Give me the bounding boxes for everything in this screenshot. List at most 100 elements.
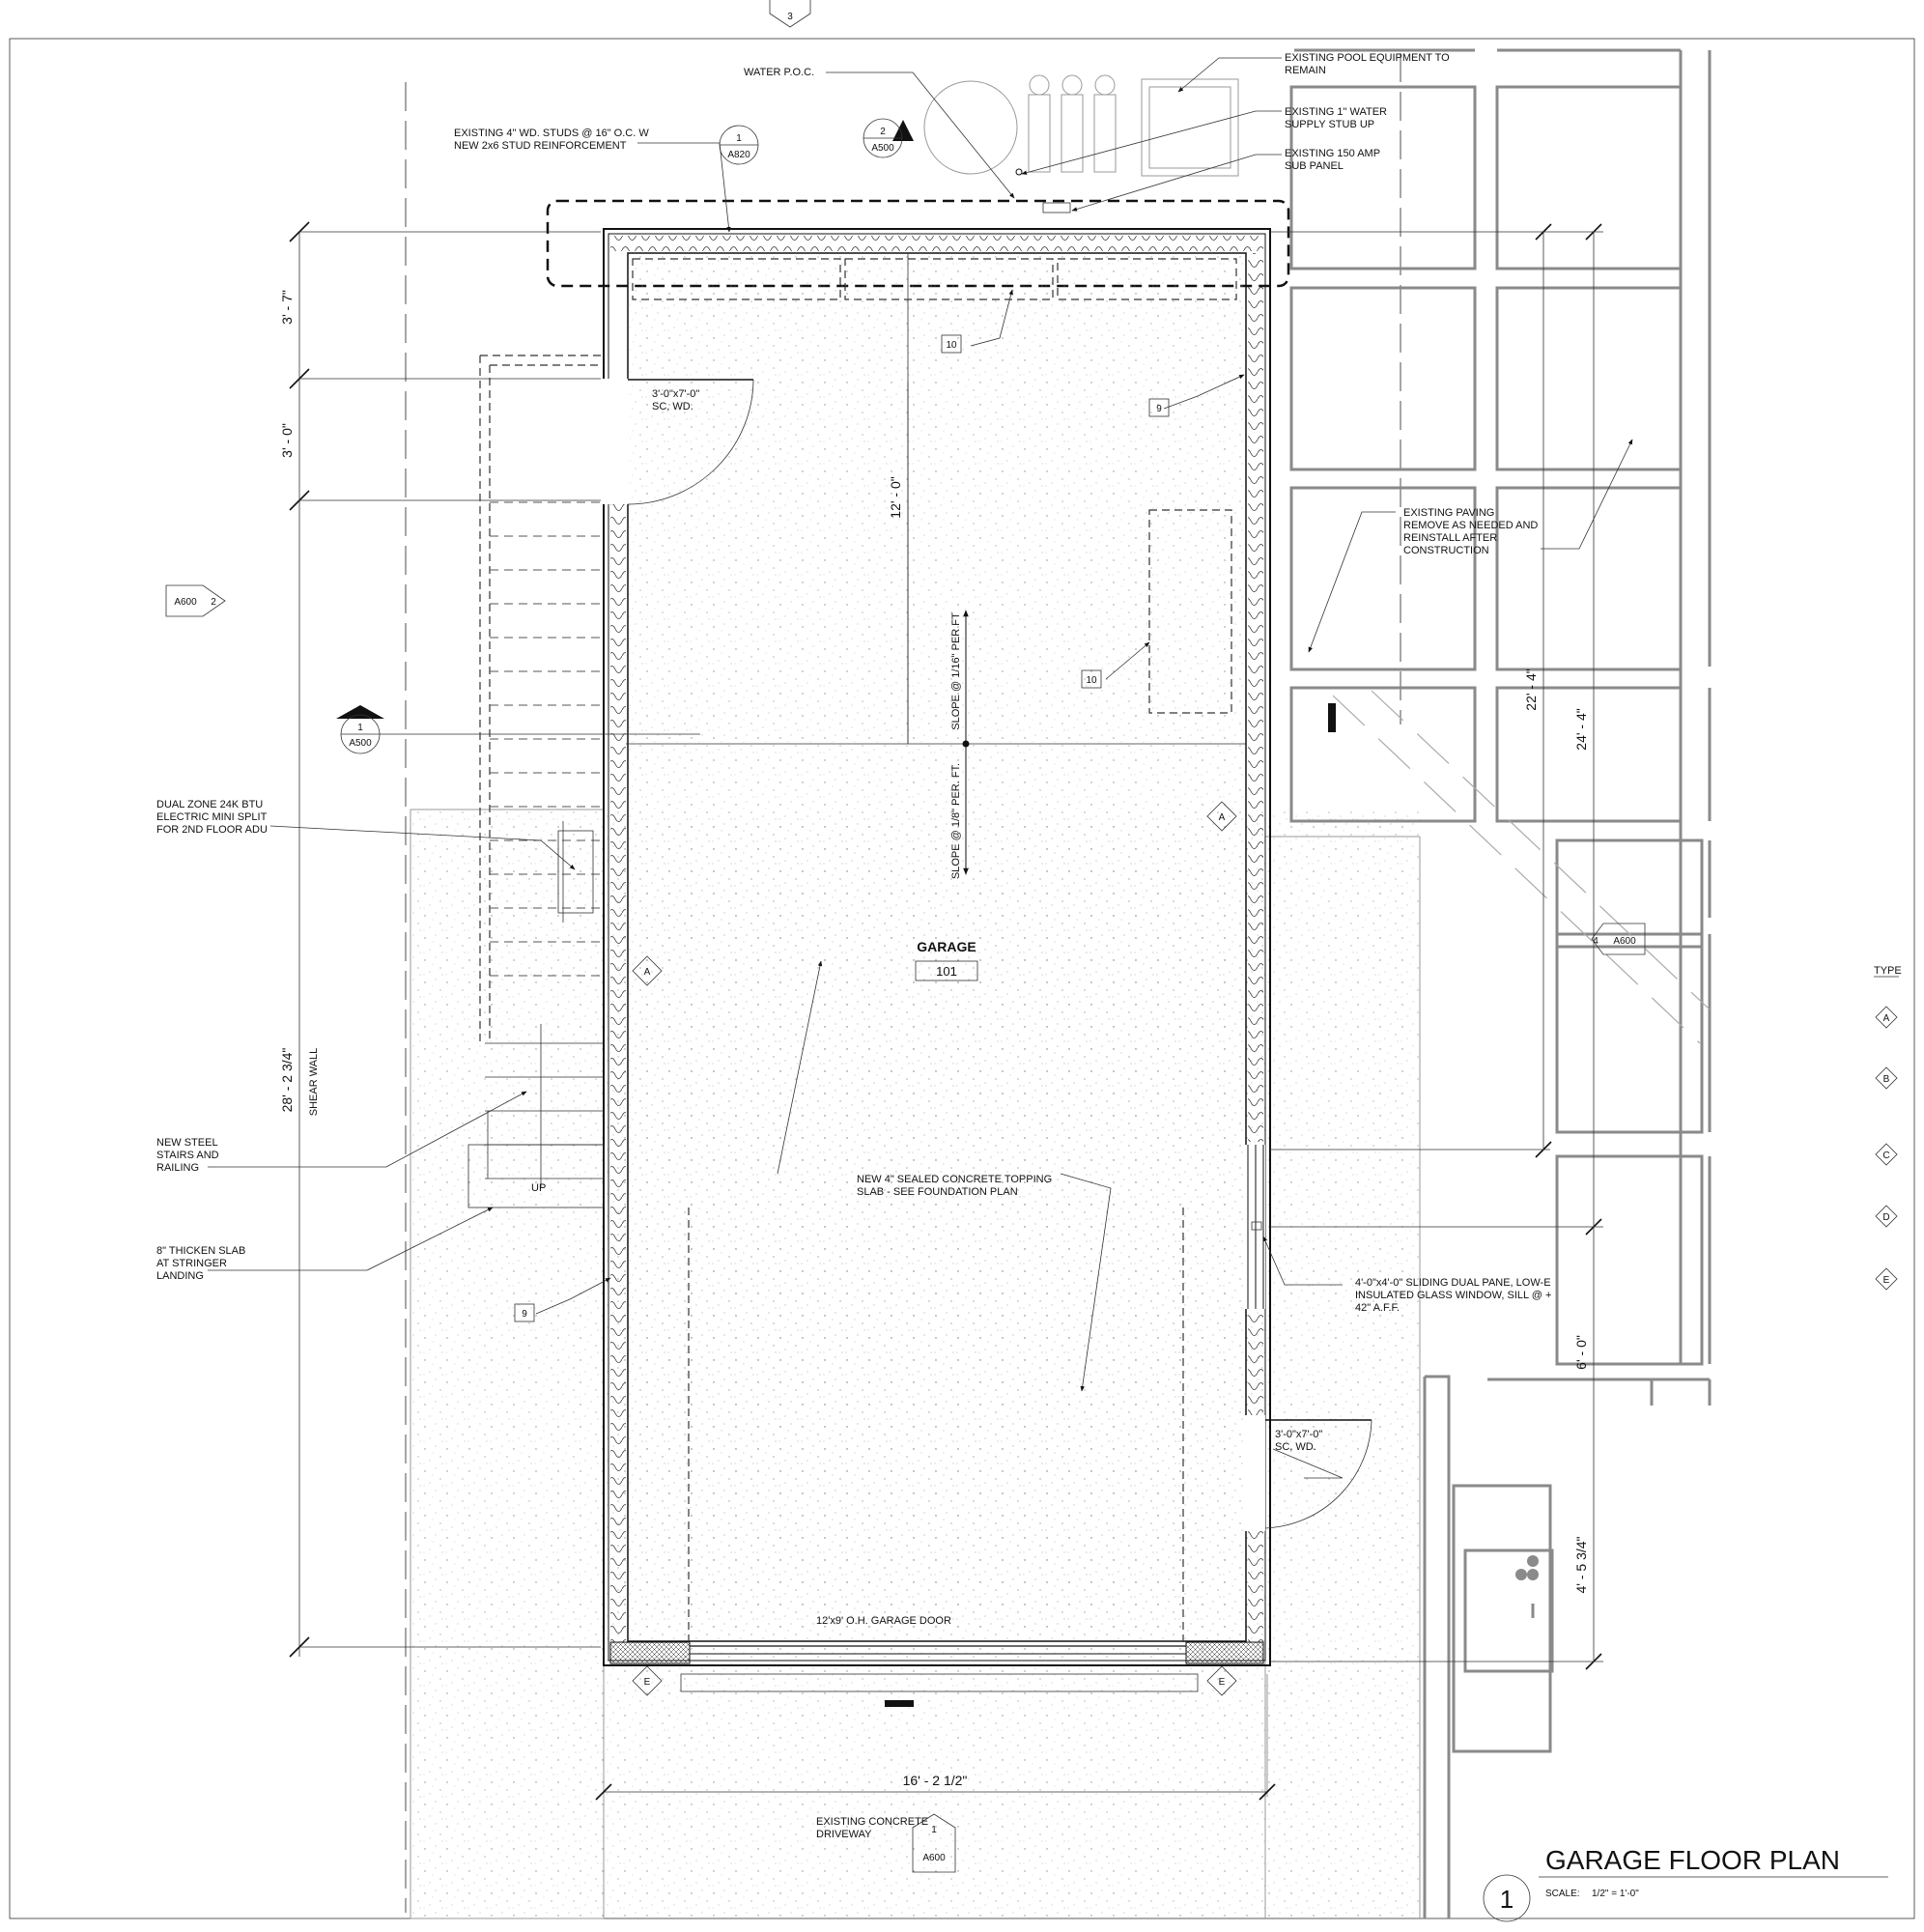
- section-marker-top: 3: [769, 0, 811, 28]
- keynote-10-east: 10: [1086, 675, 1097, 686]
- note-sub-panel-1: EXISTING 150 AMP: [1285, 148, 1380, 159]
- scale-label: SCALE:: [1545, 1889, 1580, 1899]
- note-door-bottom-2: SC, WD.: [1275, 1441, 1316, 1453]
- note-paving-3: REINSTALL AFTER: [1403, 532, 1497, 544]
- dim-4-5-3-4: 4' - 5 3/4": [1573, 1536, 1589, 1593]
- note-paving-2: REMOVE AS NEEDED AND: [1403, 520, 1538, 531]
- note-stairs-1: NEW STEEL: [156, 1137, 218, 1149]
- svg-text:A500: A500: [349, 738, 372, 749]
- svg-text:2: 2: [880, 127, 886, 137]
- section-marker-a820: 1 A820: [719, 125, 759, 165]
- note-water-stub-1: EXISTING 1" WATER: [1285, 106, 1387, 118]
- note-door-top-1: 3'-0"x7'-0": [652, 388, 699, 400]
- note-pool-equipment-1: EXISTING POOL EQUIPMENT TO: [1285, 52, 1450, 64]
- dim-22-4: 22' - 4": [1523, 668, 1539, 710]
- pool-equipment: [923, 74, 1239, 213]
- garage-walls: [603, 228, 1271, 1666]
- note-window-3: 42" A.F.F.: [1355, 1302, 1400, 1314]
- type-legend: A B C D E: [1875, 1006, 1898, 1291]
- existing-paving-grid: [1289, 48, 1712, 1918]
- wall-type-tags: A A E E: [632, 801, 1237, 1696]
- keynote-10-top: 10: [946, 340, 957, 351]
- note-slope-lower: SLOPE @ 1/8" PER. FT.: [950, 763, 962, 879]
- section-marker-a500-top: 2 A500: [863, 118, 914, 158]
- svg-text:A820: A820: [727, 150, 750, 160]
- keynote-9-east: 9: [1156, 404, 1162, 414]
- note-mini-split-1: DUAL ZONE 24K BTU: [156, 799, 263, 810]
- note-thicken-slab-1: 8" THICKEN SLAB: [156, 1245, 245, 1257]
- svg-text:A: A: [1219, 812, 1226, 823]
- svg-text:2: 2: [211, 597, 216, 608]
- note-shear-wall: SHEAR WALL: [308, 1048, 320, 1117]
- note-pool-equipment-2: REMAIN: [1285, 65, 1326, 76]
- svg-text:C: C: [1882, 1151, 1889, 1161]
- room-name: GARAGE: [917, 939, 976, 954]
- note-studs-1: EXISTING 4" WD. STUDS @ 16" O.C. W: [454, 128, 649, 139]
- stair-up-label: UP: [531, 1182, 546, 1194]
- note-thicken-slab-2: AT STRINGER: [156, 1258, 227, 1269]
- note-water-stub-2: SUPPLY STUB UP: [1285, 119, 1374, 130]
- svg-text:D: D: [1882, 1212, 1889, 1223]
- note-sub-panel-2: SUB PANEL: [1285, 160, 1344, 172]
- note-window-2: INSULATED GLASS WINDOW, SILL @ +: [1355, 1290, 1551, 1301]
- svg-text:E: E: [1219, 1677, 1226, 1688]
- svg-text:E: E: [1883, 1275, 1890, 1286]
- dim-12-0: 12' - 0": [888, 476, 903, 518]
- dim-3-7: 3' - 7": [279, 290, 295, 325]
- note-stairs-2: STAIRS AND: [156, 1150, 219, 1161]
- svg-text:4: 4: [1593, 936, 1599, 947]
- svg-text:1: 1: [736, 133, 742, 144]
- door-bottom: [1244, 1415, 1372, 1531]
- dim-28-2-3-4: 28' - 2 3/4": [279, 1048, 295, 1113]
- window-east: [1244, 1145, 1265, 1309]
- svg-text:A: A: [644, 967, 651, 978]
- elevation-marker-a600-right: 4 A600: [1591, 923, 1646, 955]
- note-garage-door: 12'x9' O.H. GARAGE DOOR: [816, 1615, 951, 1627]
- dim-24-4: 24' - 4": [1573, 708, 1589, 750]
- dim-16-2-1-2: 16' - 2 1/2": [903, 1773, 968, 1788]
- note-paving-1: EXISTING PAVING: [1403, 507, 1494, 519]
- note-window-1: 4'-0"x4'-0" SLIDING DUAL PANE, LOW-E: [1355, 1277, 1551, 1289]
- note-door-top-2: SC, WD.: [652, 401, 693, 412]
- svg-text:A500: A500: [871, 143, 894, 154]
- note-mini-split-2: ELECTRIC MINI SPLIT: [156, 811, 268, 823]
- svg-text:1: 1: [931, 1825, 937, 1835]
- note-mini-split-3: FOR 2ND FLOOR ADU: [156, 824, 268, 836]
- dim-6-0: 6' - 0": [1573, 1335, 1589, 1370]
- door-top: [603, 379, 754, 505]
- elevation-marker-a600-bottom: 1 A600: [912, 1813, 956, 1873]
- note-paving-4: CONSTRUCTION: [1403, 545, 1489, 556]
- leader-lines: [208, 57, 1633, 1479]
- svg-text:E: E: [644, 1677, 651, 1688]
- svg-text:A: A: [1883, 1013, 1890, 1024]
- note-slab-2: SLAB - SEE FOUNDATION PLAN: [857, 1186, 1018, 1198]
- drawing-title: GARAGE FLOOR PLAN: [1545, 1845, 1840, 1875]
- svg-text:A600: A600: [1613, 936, 1636, 947]
- keynote-9-west: 9: [522, 1309, 527, 1320]
- note-door-bottom-1: 3'-0"x7'-0": [1275, 1429, 1322, 1440]
- steel-stairs: [467, 355, 605, 1208]
- dimension-lines: [289, 221, 1603, 1801]
- note-studs-2: NEW 2x6 STUD REINFORCEMENT: [454, 140, 627, 152]
- drawing-number: 1: [1500, 1885, 1514, 1914]
- svg-text:1: 1: [357, 723, 363, 733]
- svg-text:B: B: [1883, 1074, 1890, 1085]
- note-slope-upper: SLOPE @ 1/16" PER FT: [950, 612, 962, 730]
- elevation-marker-a600-left: A600 2: [165, 584, 226, 617]
- note-driveway-2: DRIVEWAY: [816, 1829, 872, 1840]
- note-thicken-slab-3: LANDING: [156, 1270, 204, 1282]
- section-marker-a500-left: 1 A500: [336, 705, 700, 754]
- drawing-title-block: 1 GARAGE FLOOR PLAN SCALE: 1/2" = 1'-0": [1483, 1845, 1888, 1922]
- type-legend-heading: TYPE: [1874, 965, 1902, 977]
- svg-text:A600: A600: [174, 597, 197, 608]
- note-slab-1: NEW 4" SEALED CONCRETE TOPPING: [857, 1174, 1052, 1185]
- svg-text:A600: A600: [922, 1853, 946, 1863]
- scale-value: 1/2" = 1'-0": [1592, 1889, 1639, 1899]
- note-stairs-3: RAILING: [156, 1162, 199, 1174]
- note-driveway-1: EXISTING CONCRETE: [816, 1816, 928, 1828]
- note-water-poc: WATER P.O.C.: [744, 67, 814, 78]
- svg-text:3: 3: [787, 12, 793, 22]
- room-number: 101: [936, 964, 957, 979]
- dim-3-0: 3' - 0": [279, 423, 295, 458]
